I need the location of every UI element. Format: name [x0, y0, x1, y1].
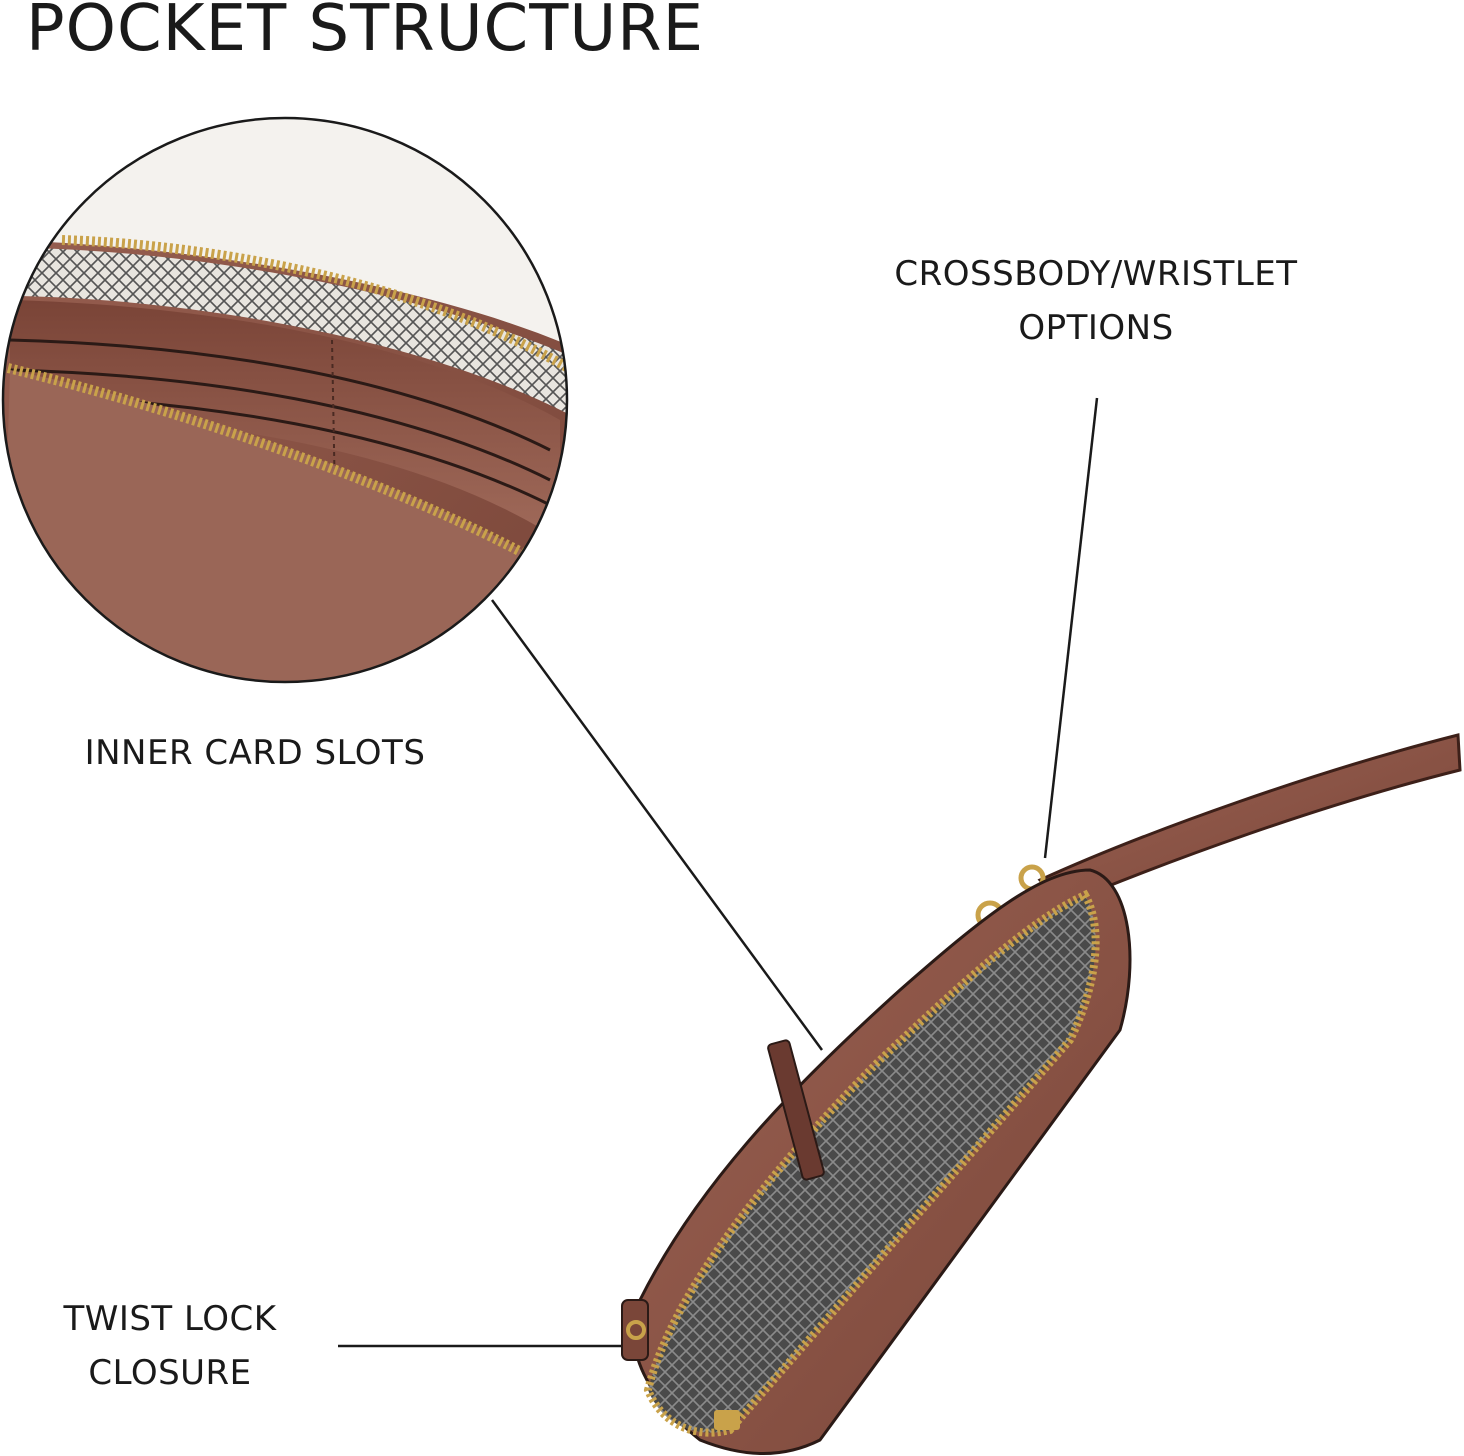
bag-body — [621, 868, 1132, 1455]
twist-lock-label-line1: TWIST LOCK — [63, 1299, 277, 1339]
crossbody-wristlet-label: CROSSBODY/WRISTLET OPTIONS — [856, 247, 1336, 355]
twist-lock-closure-label: TWIST LOCK CLOSURE — [40, 1292, 300, 1400]
twist-lock-label-line2: CLOSURE — [88, 1353, 252, 1393]
inner-card-slots-label: INNER CARD SLOTS — [84, 733, 426, 773]
crossbody-label-line1: CROSSBODY/WRISTLET — [894, 254, 1298, 294]
page-title: POCKET STRUCTURE — [26, 0, 705, 66]
crossbody-label-line2: OPTIONS — [1018, 308, 1174, 348]
crossbody-callout-line — [1043, 397, 1099, 859]
inner-pocket-zoom — [1, 116, 569, 684]
inner-slots-callout-line — [490, 599, 824, 1051]
